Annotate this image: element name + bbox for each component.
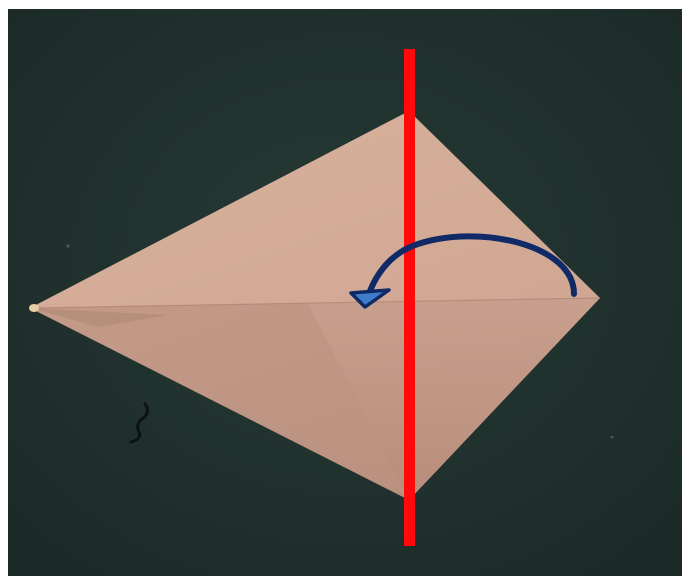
speck-mark [611,436,614,439]
origami-photo [8,9,682,576]
origami-illustration [8,9,682,576]
speck-mark [66,244,69,247]
paper-tip [29,304,39,312]
fold-line [404,49,415,546]
